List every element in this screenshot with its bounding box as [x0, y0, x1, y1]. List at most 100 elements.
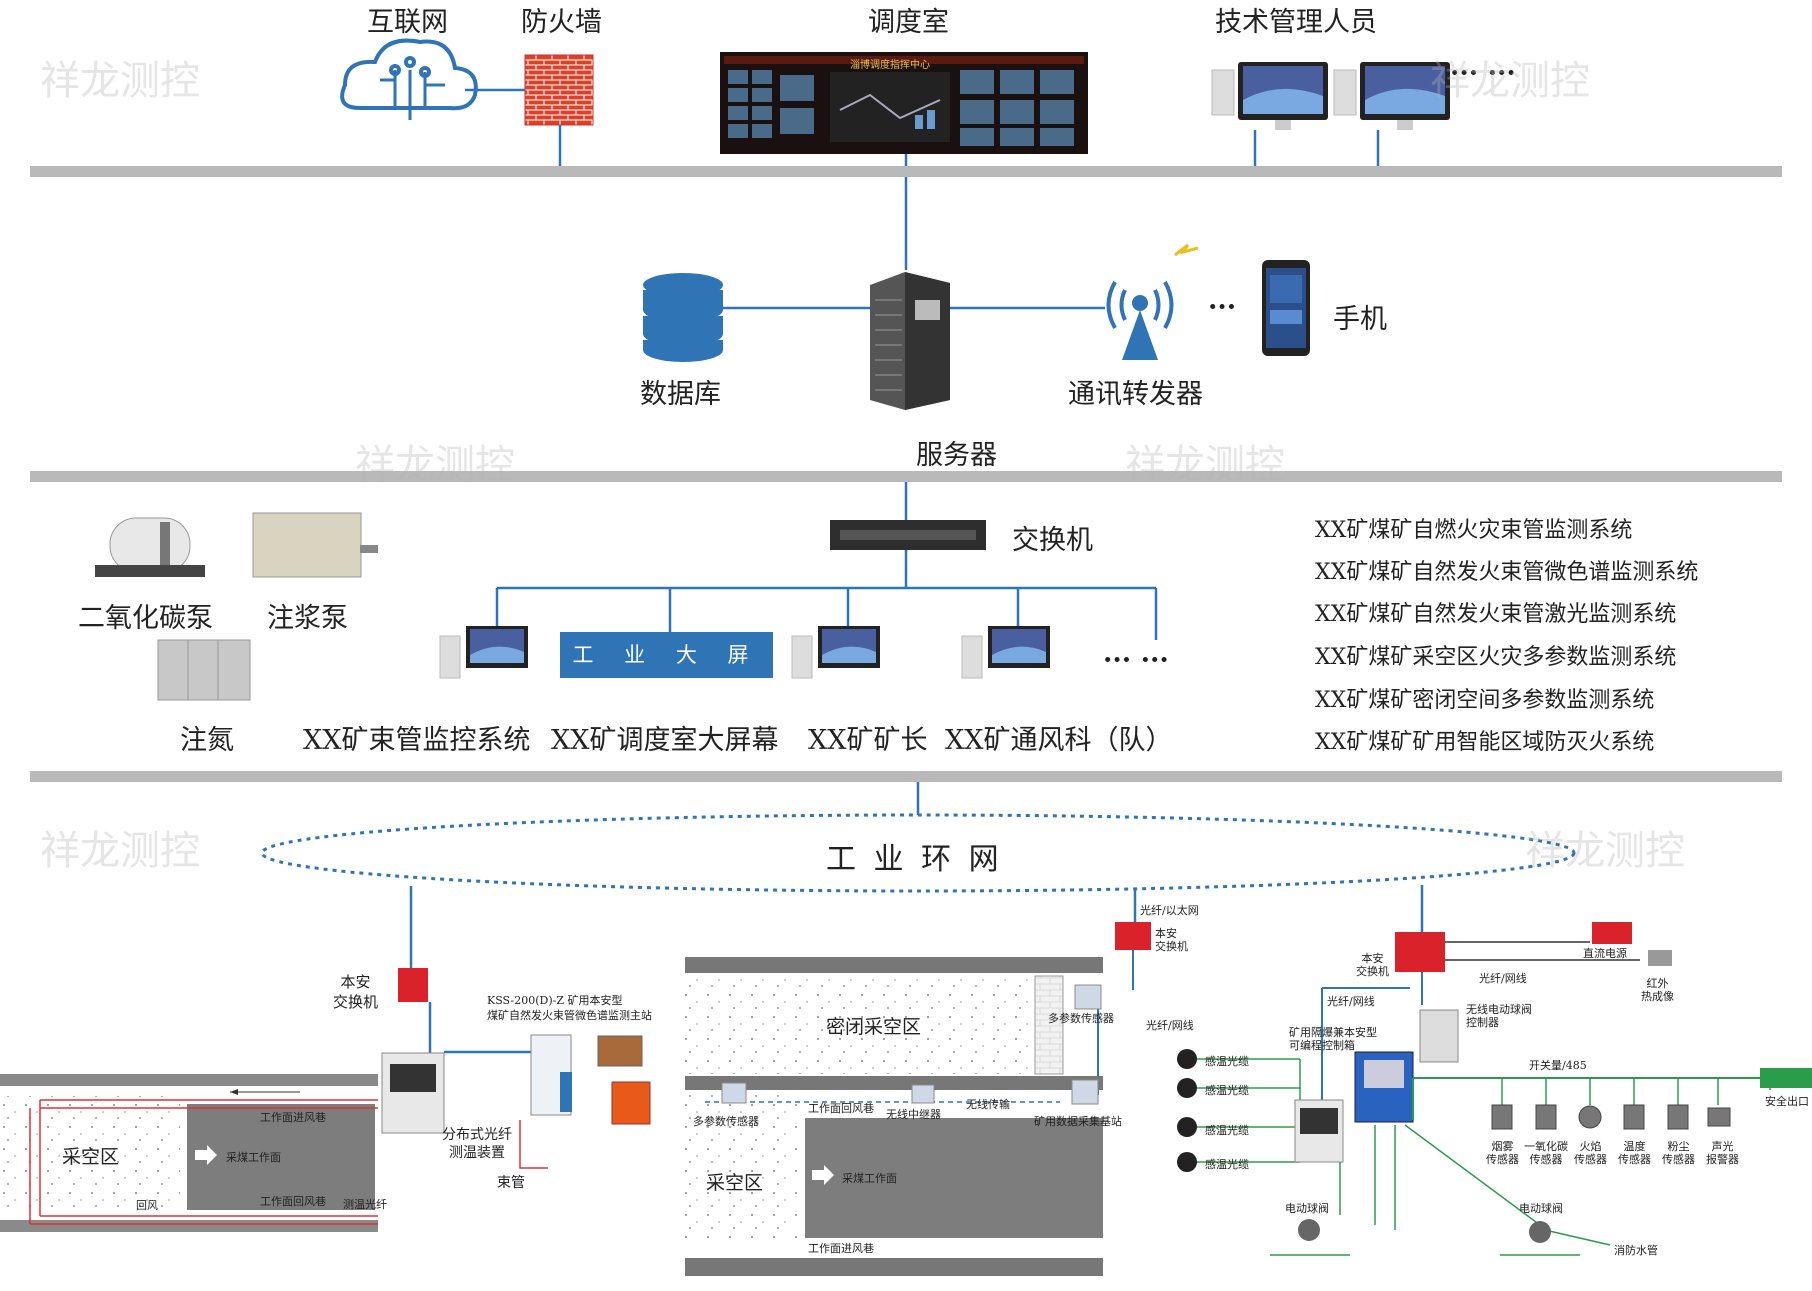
cable-label-1: 感温光缆 [1205, 1055, 1249, 1068]
firewall-label: 防火墙 [521, 7, 602, 38]
mid-return-label: 工作面回风巷 [808, 1102, 874, 1115]
mid-switch-label: 本安 交换机 [1155, 927, 1188, 953]
watermark: 祥龙测控 [1525, 828, 1685, 874]
wireless-valve-controller-icon [1419, 1009, 1459, 1063]
mid-face-label: 采煤工作面 [842, 1172, 897, 1185]
multi-sensor-label-2: 多参数传感器 [693, 1115, 759, 1128]
sensor-label-co: 一氧化碳 传感器 [1524, 1140, 1568, 1166]
top-ellipsis: ··· ··· [1450, 58, 1516, 89]
switch-label: 交换机 [1012, 525, 1093, 556]
client-label-4: XX矿通风科（队） [945, 725, 1173, 756]
system-item-6: XX矿煤矿矿用智能区域防灭火系统 [1315, 730, 1655, 755]
ring-network-label: 工 业 环 网 [826, 842, 1003, 877]
explosion-proof-box-icon [611, 1081, 651, 1125]
right-fiber-net-label-2: 光纤/网线 [1327, 995, 1375, 1008]
sealed-goaf-area [685, 976, 1035, 1074]
system-item-3: XX矿煤矿自然发火束管激光监测系统 [1315, 602, 1677, 627]
infrared-camera-icon [1648, 950, 1672, 966]
mid-fiber-eth-label: 光纤/以太网 [1140, 904, 1199, 917]
industrial-screen-panel: 工 业 大 屏 [560, 632, 773, 678]
sealed-goaf-label: 密闭采空区 [826, 1016, 922, 1038]
watermark: 祥龙测控 [1125, 442, 1285, 488]
mid-working-face [805, 1118, 1103, 1238]
grout-pump-icon [252, 512, 378, 578]
dispatch-room-label: 调度室 [868, 7, 949, 38]
system-item-5: XX矿煤矿密闭空间多参数监测系统 [1315, 688, 1655, 713]
dispatch-wall-screen [720, 52, 1088, 154]
ir-camera-label: 红外 热成像 [1641, 977, 1674, 1003]
left-roadway-top [0, 1074, 378, 1086]
watermark: 祥龙测控 [355, 442, 515, 488]
mid-intake-label: 工作面进风巷 [808, 1242, 874, 1255]
left-goaf-label: 采空区 [62, 1146, 120, 1168]
mid-intrinsic-switch-icon [1115, 922, 1151, 950]
sensor-icons [1491, 1104, 1731, 1130]
multi-param-sensor-icon [1074, 984, 1102, 1010]
nitrogen-generator-icon [157, 639, 251, 701]
dispatch-screen-banner: 淄博调度指挥中心 [850, 60, 930, 71]
separator-bar-3 [30, 771, 1782, 782]
relay-label: 通讯转发器 [1068, 379, 1203, 410]
system-item-1: XX矿煤矿自燃火灾束管监测系统 [1315, 518, 1633, 543]
left-return-label: 工作面回风巷 [260, 1195, 326, 1208]
mobile-phone-icon [1262, 260, 1310, 356]
wireless-repeater-icon [911, 1084, 935, 1104]
multi-sensor-label: 多参数传感器 [1048, 1012, 1114, 1025]
sensor-label-temp: 温度 传感器 [1618, 1140, 1651, 1166]
grout-pump-label: 注浆泵 [267, 603, 348, 634]
valve-label-2: 电动球阀 [1519, 1202, 1563, 1215]
left-intrinsic-switch-icon [398, 968, 428, 1002]
watermark: 祥龙测控 [1430, 58, 1590, 104]
kss-station-label: KSS-200(D)-Z 矿用本安型 煤矿自然发火束管微色谱监测主站 [487, 994, 652, 1022]
right-fiber-net-label: 光纤/网线 [1479, 972, 1527, 985]
client-label-1: XX矿束管监控系统 [303, 725, 531, 756]
safety-exit-label: 安全出口 [1765, 1095, 1809, 1108]
phone-label: 手机 [1333, 304, 1387, 335]
sealed-area-roof [685, 957, 1103, 973]
separator-bar-1 [30, 166, 1782, 177]
switch-485-label: 开关量/485 [1529, 1059, 1587, 1072]
database-label: 数据库 [640, 379, 721, 410]
nitrogen-label: 注氮 [180, 725, 234, 756]
left-switch-label: 本安 交换机 [333, 973, 379, 1011]
client-computer-icon-3 [961, 626, 1050, 679]
client-label-3: XX矿矿长 [808, 725, 928, 756]
right-intrinsic-switch-icon [1395, 932, 1445, 972]
client-label-2: XX矿调度室大屏幕 [551, 725, 779, 756]
separator-bar-2 [30, 471, 1782, 482]
client-computer-icon-1 [439, 626, 528, 679]
hydrant-label: 消防水管 [1614, 1244, 1658, 1257]
right-switch-label: 本安 交换机 [1356, 952, 1389, 978]
mid-goaf-label: 采空区 [706, 1172, 764, 1194]
sensor-label-smoke: 烟雾 传感器 [1486, 1140, 1519, 1166]
repeater-label: 无线中继器 [886, 1108, 941, 1121]
left-return-short-label: 回风 [136, 1199, 158, 1212]
mid-roadway-bottom [685, 1258, 1103, 1276]
safety-exit-sign-icon [1760, 1068, 1812, 1088]
data-station-icon [1071, 1079, 1099, 1105]
client-computer-icon-2 [791, 626, 880, 679]
pump-unit-icon [597, 1035, 643, 1067]
relay-antenna-icon [1106, 281, 1174, 360]
ball-valve-icons [1298, 1219, 1551, 1243]
left-face-label: 采煤工作面 [226, 1151, 281, 1164]
left-fiber-label: 测温光纤 [343, 1198, 387, 1211]
multi-param-sensor-icon-2 [721, 1082, 747, 1104]
fiber-reel-icons [1177, 1049, 1197, 1172]
data-station-label: 矿用数据采集基站 [1034, 1115, 1122, 1128]
seal-wall-icon [1034, 975, 1064, 1075]
server-rack-icon [870, 272, 950, 410]
wireless-valve-label: 无线电动球阀 控制器 [1466, 1003, 1532, 1029]
mid-goaf-area [685, 1092, 797, 1242]
middle-ellipsis: ··· [1208, 292, 1237, 323]
sensor-label-alarm: 声光 报警器 [1706, 1140, 1739, 1166]
co2-pump-label: 二氧化碳泵 [78, 603, 213, 634]
server-label: 服务器 [916, 440, 997, 471]
signal-bolt-icon [1174, 243, 1199, 257]
network-switch-icon [830, 520, 986, 550]
database-icon [643, 273, 723, 362]
left-intake-label: 工作面进风巷 [260, 1111, 326, 1124]
co2-pump-icon [95, 517, 205, 577]
wireless-label: 无线传输 [966, 1098, 1010, 1111]
